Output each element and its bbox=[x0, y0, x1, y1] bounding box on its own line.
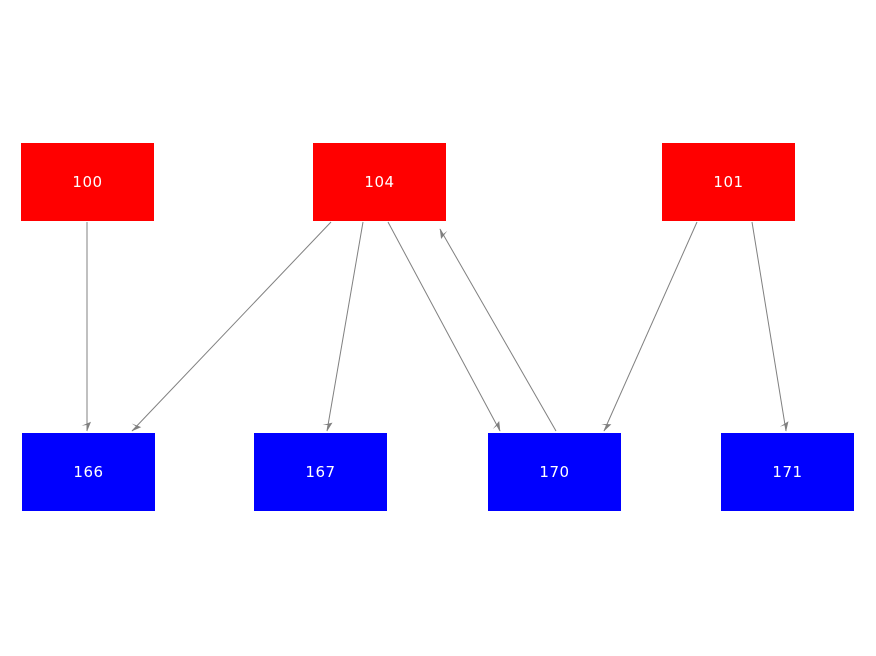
node-label: 104 bbox=[364, 173, 395, 191]
node-label: 166 bbox=[73, 463, 104, 481]
node-166[interactable]: 166 bbox=[22, 433, 155, 511]
node-170[interactable]: 170 bbox=[488, 433, 621, 511]
node-label: 100 bbox=[72, 173, 103, 191]
node-label: 171 bbox=[772, 463, 803, 481]
node-171[interactable]: 171 bbox=[721, 433, 854, 511]
node-104[interactable]: 104 bbox=[313, 143, 446, 221]
edge-104-to-166 bbox=[131, 221, 332, 432]
edges-group bbox=[81, 221, 789, 432]
node-label: 170 bbox=[539, 463, 570, 481]
edge-170-to-104 bbox=[439, 228, 557, 432]
node-100[interactable]: 100 bbox=[21, 143, 154, 221]
node-167[interactable]: 167 bbox=[254, 433, 387, 511]
edge-104-to-167 bbox=[322, 221, 364, 432]
node-label: 167 bbox=[305, 463, 336, 481]
node-101[interactable]: 101 bbox=[662, 143, 795, 221]
edge-101-to-170 bbox=[601, 221, 698, 432]
edge-101-to-171 bbox=[751, 221, 789, 432]
edge-104-to-170 bbox=[387, 221, 501, 432]
node-label: 101 bbox=[713, 173, 744, 191]
